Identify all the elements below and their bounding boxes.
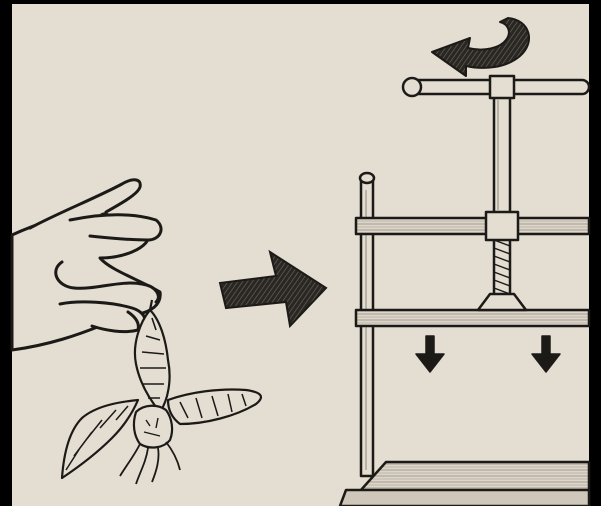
pressing-plate: [356, 310, 589, 326]
handle-hub: [490, 76, 514, 98]
upper-crossbar: [356, 218, 589, 234]
screw-nut: [486, 212, 518, 240]
left-post-cap: [360, 173, 374, 183]
plant-rosette: [134, 406, 172, 448]
press-handle-knob: [403, 78, 421, 96]
press-base-front: [340, 490, 589, 506]
